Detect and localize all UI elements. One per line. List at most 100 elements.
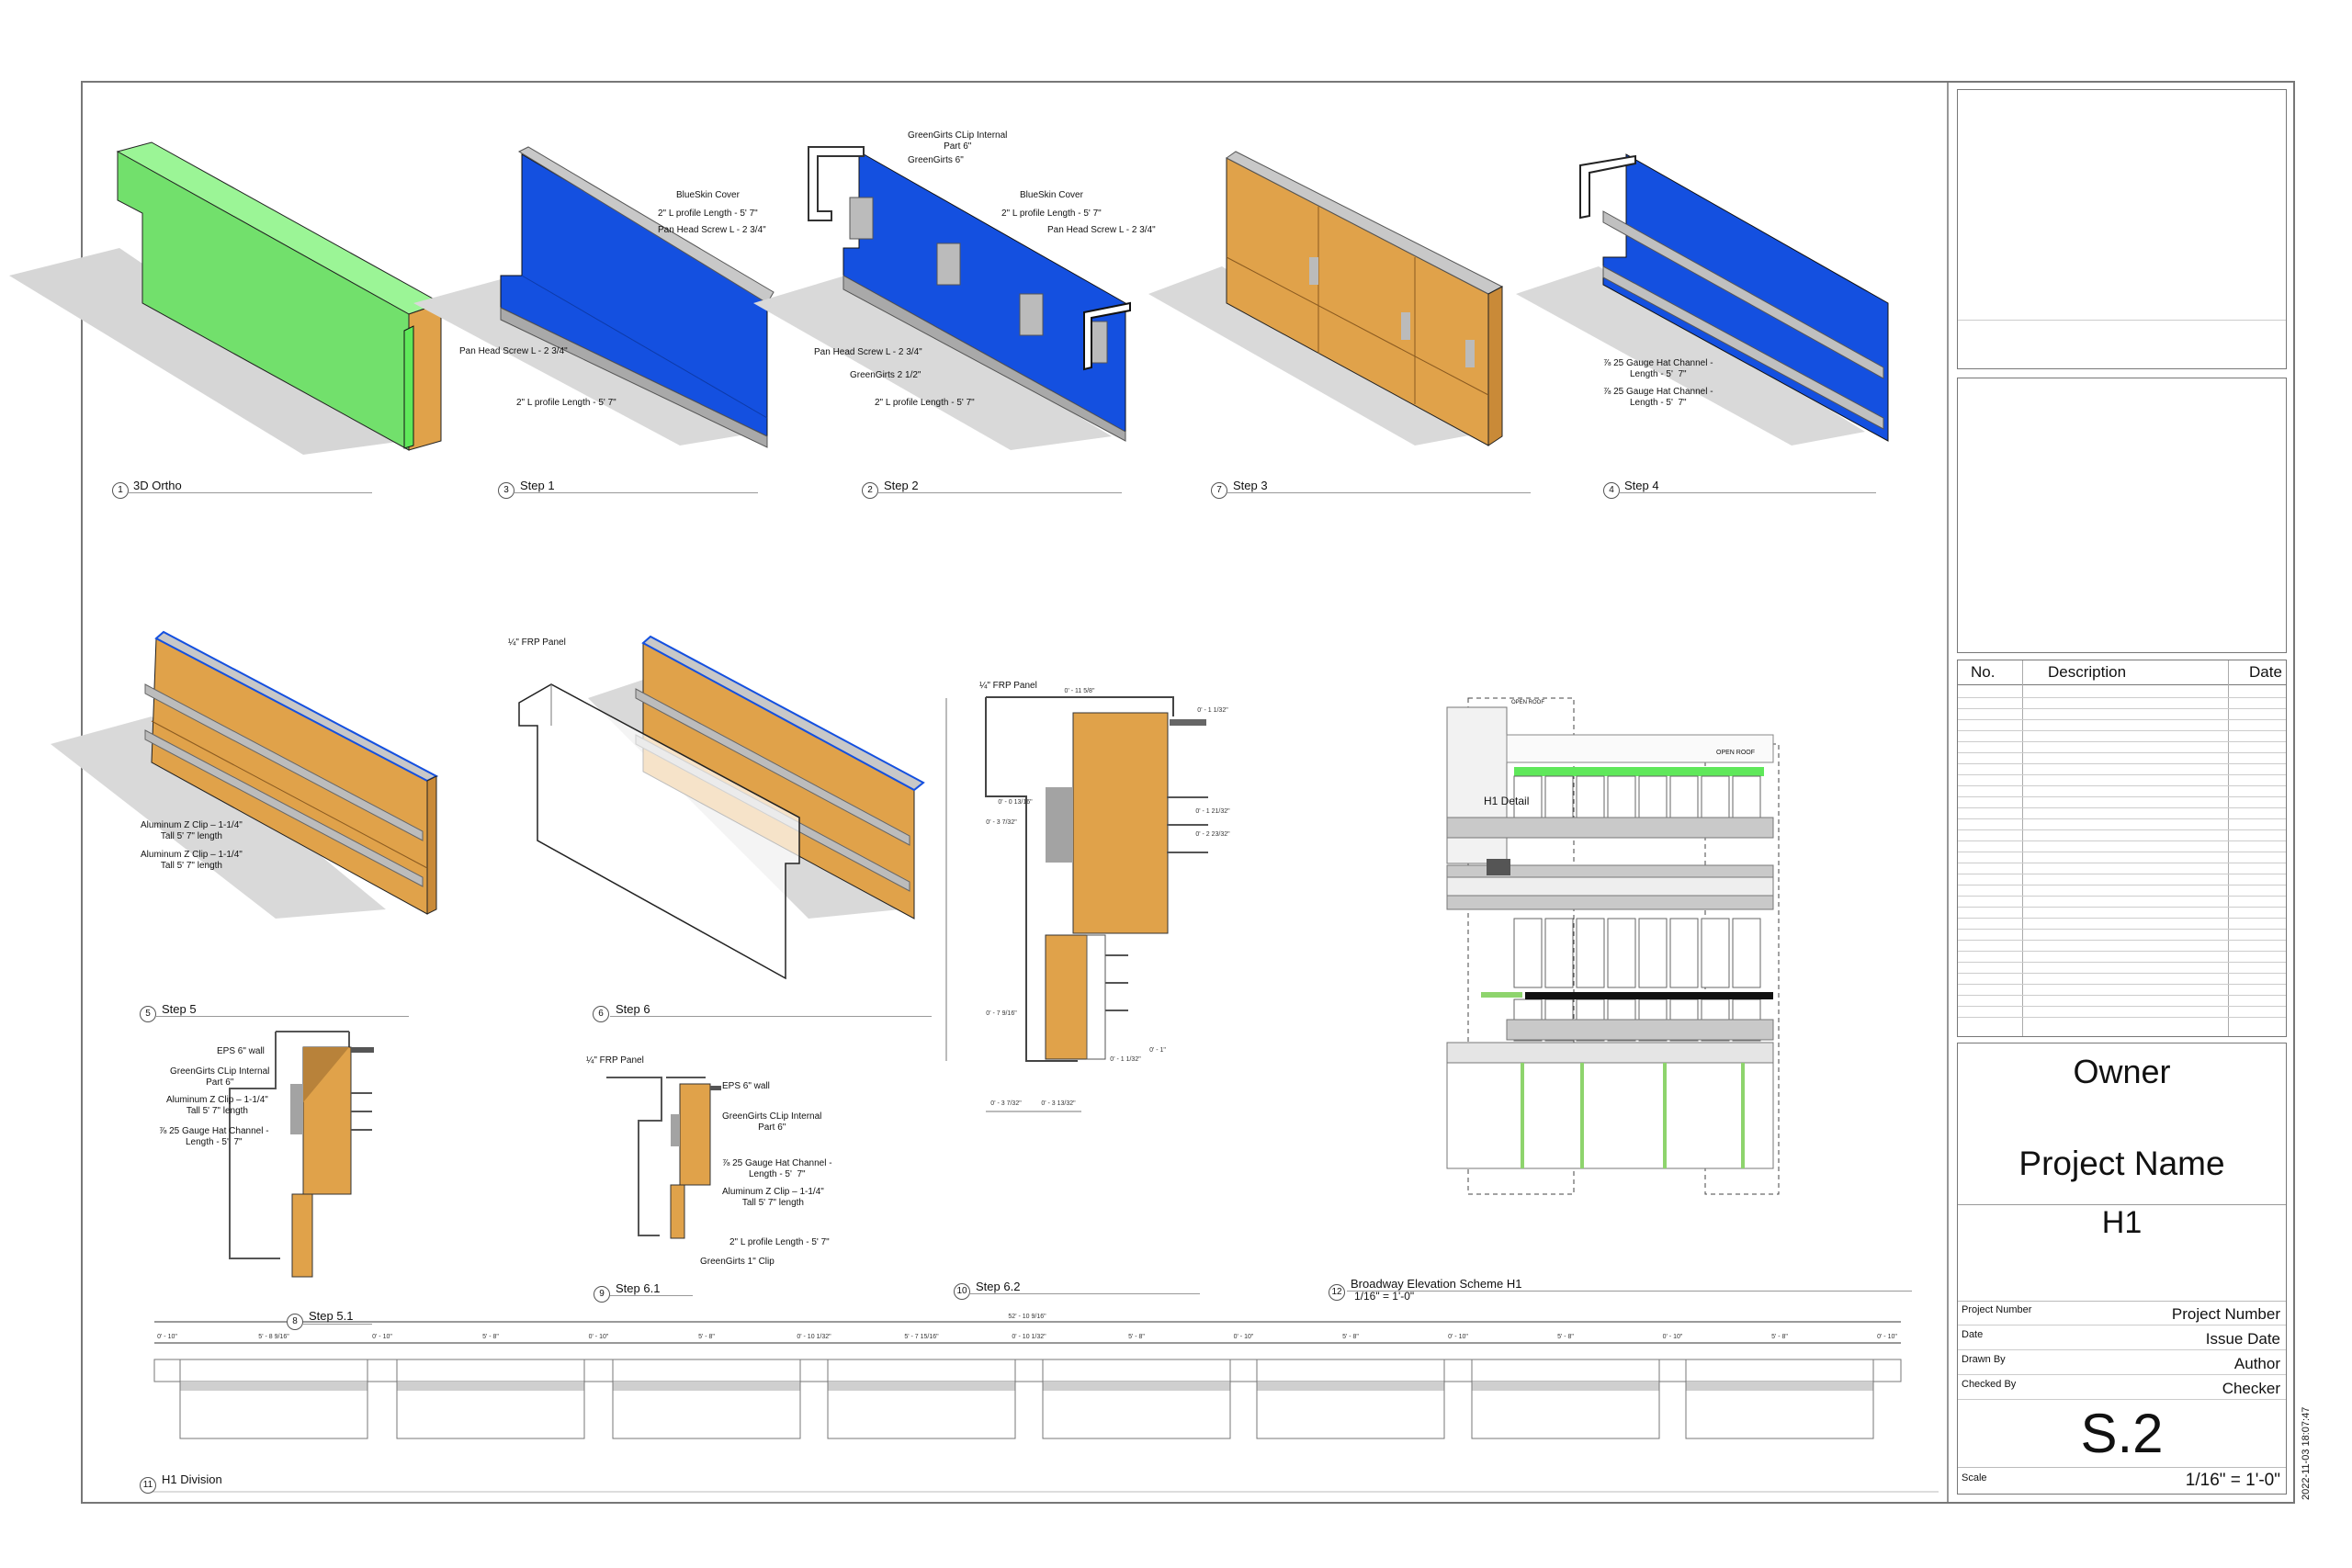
sheet-border [81,81,2295,1504]
division-dimension-label: 0' - 10 1/32" [1012,1334,1046,1340]
field-checked-by: Checked By Checker [1958,1375,2286,1400]
scale-value: 1/16" = 1'-0" [2185,1471,2280,1490]
revision-row [1958,918,2286,919]
field-label: Project Number [1962,1304,2032,1315]
callout-label: ⅞ 25 Gauge Hat Channel - Length - 5' 7" [159,1126,269,1147]
callout-label: 2" L profile Length - 5' 7" [516,398,616,408]
callout-label: ¼" FRP Panel [508,637,566,648]
view-step2-drawing [753,146,1131,450]
division-panel [1042,1359,1231,1439]
revision-row [1958,995,2286,996]
dimension-label: 0' - 3 7/32" [990,1100,1022,1107]
owner-name: Owner [2073,1053,2171,1090]
division-dimension-label: 5' - 8" [1557,1334,1574,1340]
revision-row [1958,719,2286,720]
callout-label: Aluminum Z Clip – 1-1/4" Tall 5' 7" leng… [141,850,243,871]
callout-label: Aluminum Z Clip – 1-1/4" Tall 5' 7" leng… [141,820,243,841]
revision-row [1958,829,2286,830]
revision-row [1958,796,2286,797]
field-value: Project Number [2171,1305,2280,1323]
elevation-window [1576,775,1605,818]
callout-label: Aluminum Z Clip – 1-1/4" Tall 5' 7" leng… [722,1187,824,1208]
sheet-name: H1 [2101,1205,2143,1240]
callout-label: GreenGirts CLip Internal Part 6" [722,1111,822,1133]
view-step4-drawing [1516,153,1889,446]
sheet-number: S.2 [2080,1403,2164,1464]
view-number: 9 [594,1286,610,1303]
dimension-label: 0' - 3 13/32" [1041,1100,1076,1107]
view-title: 3D Ortho [133,479,182,492]
division-panel [1471,1359,1660,1439]
view-number: 4 [1603,482,1620,499]
view-title: Step 2 [884,479,919,492]
view-title: H1 Division [162,1472,222,1486]
callout-label: Pan Head Screw L - 2 3/4" [658,225,766,235]
revision-header-description: Description [2048,663,2127,681]
view-number: 7 [1211,482,1227,499]
callout-label: Aluminum Z Clip – 1-1/4" Tall 5' 7" leng… [166,1095,268,1116]
elevation-window [1513,918,1543,988]
division-panel [1685,1359,1874,1439]
revision-table: No. Description Date [1957,660,2287,1037]
view-3d-ortho-drawing [9,141,443,455]
revision-row [1958,951,2286,952]
view-number: 3 [498,482,514,499]
field-value: Checker [2222,1380,2280,1397]
callout-label: 2" L profile Length - 5' 7" [658,209,758,219]
titleblock-main: Owner Project Name H1 Project Number Pro… [1957,1043,2287,1495]
revision-table-header: No. Description Date [1958,660,2286,685]
revision-row [1958,807,2286,808]
view-number: 5 [140,1006,156,1022]
view-title: Broadway Elevation Scheme H1 [1351,1277,1522,1291]
callout-label: 2" L profile Length - 5' 7" [875,398,975,408]
elevation-window [1638,918,1668,988]
division-dimension-label: 5' - 8" [1342,1334,1359,1340]
field-value: Issue Date [2205,1330,2280,1348]
revision-header-date: Date [2249,663,2282,681]
callout-label: EPS 6" wall [722,1081,770,1091]
revision-row [1958,962,2286,963]
view-scale: 1/16" = 1'-0" [1354,1290,1415,1303]
field-date: Date Issue Date [1958,1325,2286,1350]
dimension-label: 0' - 1 1/32" [1110,1056,1141,1063]
callout-label: GreenGirts 2 1/2" [850,370,922,380]
division-dimension-label: 0' - 10" [372,1334,392,1340]
callout-label: BlueSkin Cover [1020,190,1083,200]
callout-label: ⅞ 25 Gauge Hat Channel - Length - 5' 7" [1603,387,1713,408]
callout-label: GreenGirts 6" [908,155,964,165]
callout-label: BlueSkin Cover [676,190,740,200]
callout-label: 2" L profile Length - 5' 7" [729,1237,830,1247]
elevation-window [1576,918,1605,988]
view-number: 6 [593,1006,609,1022]
division-dimension-label: 5' - 8" [698,1334,715,1340]
callout-label: ⅞ 25 Gauge Hat Channel - Length - 5' 7" [1603,358,1713,379]
division-panel [827,1359,1016,1439]
revision-row [1958,785,2286,786]
revision-row [1958,929,2286,930]
division-total-dimension: 52' - 10 9/16" [1008,1314,1046,1320]
view-title: Step 6.1 [616,1281,661,1295]
titleblock-logo-box [1957,89,2287,369]
elevation-window [1701,775,1730,818]
callout-label: ¼" FRP Panel [586,1055,644,1066]
elevation-window [1669,918,1699,988]
elevation-window [1544,918,1574,988]
revision-row [1958,708,2286,709]
view-step3-drawing [1148,151,1504,446]
view-step6-drawing [518,635,925,980]
elevation-window [1732,918,1761,988]
view-title: Step 5.1 [309,1309,354,1323]
elevation-window [1669,775,1699,818]
field-project-number: Project Number Project Number [1958,1301,2286,1325]
view-title: Step 5 [162,1002,197,1016]
revision-row [1958,973,2286,974]
callout-open-roof: OPEN ROOF [1716,750,1756,756]
callout-label: GreenGirts 1" Clip [700,1257,775,1267]
division-dimension-label: 5' - 8 9/16" [258,1334,289,1340]
callout-label: ¼" FRP Panel [979,681,1037,691]
callout-open-roof: OPEN ROOF [1511,700,1545,705]
division-dimension-label: 0' - 10" [1877,1334,1897,1340]
elevation-window [1544,775,1574,818]
view-number: 12 [1329,1284,1345,1301]
